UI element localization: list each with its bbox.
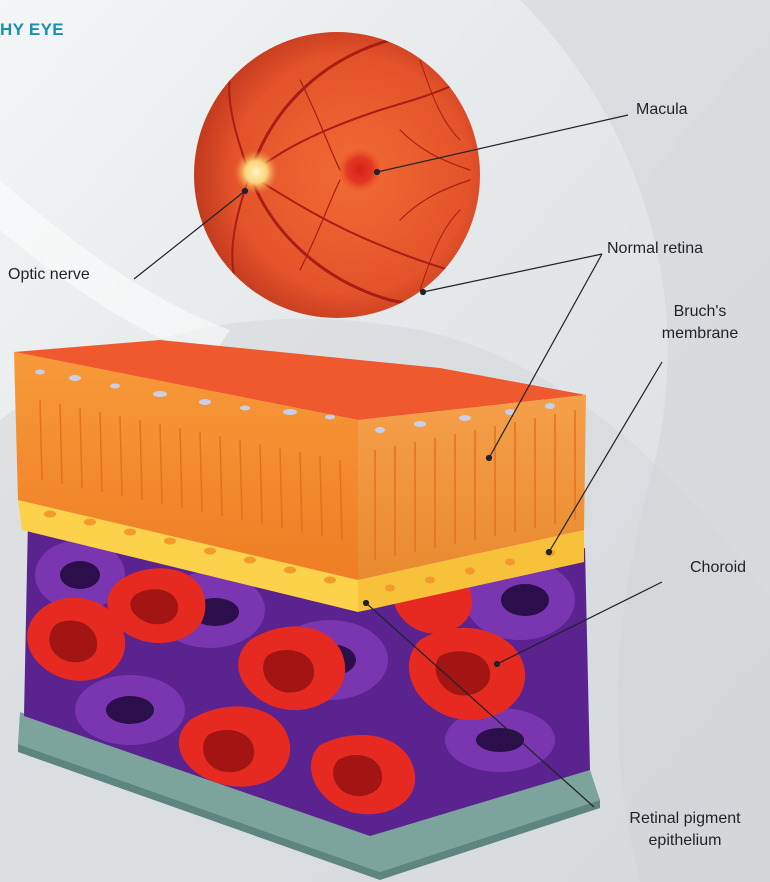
label-bruchs-line1: Bruch's bbox=[640, 301, 760, 323]
label-choroid: Choroid bbox=[690, 557, 746, 579]
label-bruchs-line2: membrane bbox=[640, 323, 760, 345]
label-normal-retina: Normal retina bbox=[607, 238, 703, 260]
label-rpe-line1: Retinal pigment bbox=[600, 808, 770, 830]
optic-disc bbox=[234, 150, 278, 194]
label-bruchs-membrane: Bruch's membrane bbox=[640, 301, 760, 345]
label-macula: Macula bbox=[636, 99, 688, 121]
label-retinal-pigment-epithelium: Retinal pigment epithelium bbox=[600, 808, 770, 852]
page-title: HY EYE bbox=[0, 20, 64, 40]
label-rpe-line2: epithelium bbox=[600, 830, 770, 852]
label-optic-nerve: Optic nerve bbox=[8, 264, 90, 286]
